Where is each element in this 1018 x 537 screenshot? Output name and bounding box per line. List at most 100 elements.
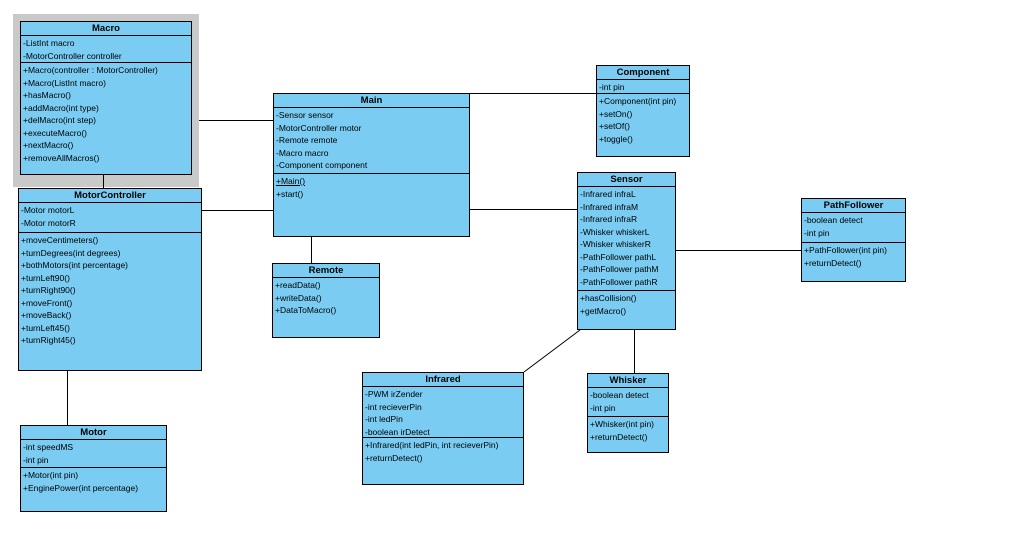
method: +Macro(controller : MotorController) [23,65,158,75]
attributes-compartment: -Motor motorL -Motor motorR [19,203,201,233]
methods-compartment: +Macro(controller : MotorController) +Ma… [21,63,191,164]
method: +turnLeft90() [21,272,70,283]
method: +start() [276,188,304,199]
method: +delMacro(int step) [23,115,96,125]
method: +turnRight90() [21,285,76,295]
methods-compartment: +Whisker(int pin) +returnDetect() [588,417,668,443]
methods-compartment: +hasCollision() +getMacro() [578,291,675,317]
method: +Motor(int pin) [23,470,79,480]
method: +readData() [275,280,321,290]
attribute: -MotorController controller [23,50,122,61]
attributes-compartment: -int speedMS -int pin [21,440,166,468]
methods-compartment: +Main() +start() [274,174,469,200]
attribute: -Motor motorR [21,217,76,228]
method: +Component(int pin) [599,96,677,106]
class-box-pathfollower[interactable]: PathFollower -boolean detect -int pin +P… [801,198,906,282]
attributes-compartment: -Sensor sensor -MotorController motor -R… [274,108,469,174]
class-title: Main [274,94,469,108]
method: +writeData() [275,292,322,303]
class-box-whisker[interactable]: Whisker -boolean detect -int pin +Whiske… [587,373,669,453]
methods-compartment: +PathFollower(int pin) +returnDetect() [802,243,905,269]
class-box-infrared[interactable]: Infrared -PWM irZender -int recieverPin … [362,372,524,485]
class-box-motor[interactable]: Motor -int speedMS -int pin +Motor(int p… [20,425,167,512]
connector-macro-motorcontroller[interactable] [103,175,104,188]
attribute: -int ledPin [365,414,403,424]
connector-main-sensor[interactable] [470,209,577,210]
method: +removeAllMacros() [23,152,100,163]
attribute: -Sensor sensor [276,110,334,120]
method: +getMacro() [580,305,627,316]
connector-macro-main[interactable] [199,120,273,121]
method: +hasMacro() [23,90,71,100]
method: +addMacro(int type) [23,102,99,113]
attribute: -boolean detect [804,215,863,225]
attribute: -int pin [23,454,49,465]
attribute: -Remote remote [276,135,338,145]
attribute: -Infrared infraR [580,214,638,224]
attribute: -ListInt macro [23,38,75,48]
method: +EnginePower(int percentage) [23,482,139,493]
class-title: Whisker [588,374,668,388]
method: +returnDetect() [365,452,423,463]
class-title: Component [597,66,689,80]
method: +Whisker(int pin) [590,419,655,429]
methods-compartment: +Motor(int pin) +EnginePower(int percent… [21,468,166,494]
attributes-compartment: -boolean detect -int pin [588,388,668,417]
attribute: -int pin [804,227,830,238]
class-title: Motor [21,426,166,440]
attribute: -int pin [599,82,625,92]
connector-main-component[interactable] [470,93,596,94]
class-title: PathFollower [802,199,905,213]
attribute: -int speedMS [23,442,74,452]
method: +toggle() [599,133,633,144]
connector-motorcontroller-main[interactable] [202,210,273,211]
attribute: -Macro macro [276,147,329,158]
connector-motorcontroller-motor[interactable] [67,371,68,425]
method: +bothMotors(int percentage) [21,260,129,270]
attributes-compartment: -int pin [597,80,689,94]
attributes-compartment: -Infrared infraL -Infrared infraM -Infra… [578,187,675,291]
methods-compartment: +Component(int pin) +setOn() +setOf() +t… [597,94,689,145]
class-title: Infrared [363,373,523,387]
class-box-main[interactable]: Main -Sensor sensor -MotorController mot… [273,93,470,237]
class-box-sensor[interactable]: Sensor -Infrared infraL -Infrared infraM… [577,172,676,330]
method: +turnLeft45() [21,322,70,333]
method: +moveCentimeters() [21,235,99,245]
attribute: -boolean irDetect [365,426,430,437]
attributes-compartment: -PWM irZender -int recieverPin -int ledP… [363,387,523,438]
attribute: -PathFollower pathL [580,251,657,262]
class-title: MotorController [19,189,201,203]
class-box-component[interactable]: Component -int pin +Component(int pin) +… [596,65,690,157]
connector-main-remote[interactable] [311,237,312,263]
class-title: Macro [21,22,191,36]
method: +moveBack() [21,310,72,320]
method: +returnDetect() [804,257,862,268]
methods-compartment: +moveCentimeters() +turnDegrees(int degr… [19,233,201,347]
connector-sensor-infrared[interactable] [523,329,581,373]
method: +DataToMacro() [275,305,337,315]
connector-sensor-whisker[interactable] [634,330,635,373]
attribute: -Infrared infraL [580,189,636,199]
method: +moveFront() [21,297,73,308]
method-static: +Main() [276,176,306,186]
method: +returnDetect() [590,431,648,442]
class-box-motorcontroller[interactable]: MotorController -Motor motorL -Motor mot… [18,188,202,371]
methods-compartment: +Infrared(int ledPin, int recieverPin) +… [363,438,523,464]
connector-sensor-pathfollower[interactable] [676,250,801,251]
class-title: Sensor [578,173,675,187]
method: +turnRight45() [21,335,76,345]
attribute: -MotorController motor [276,122,362,133]
method: +turnDegrees(int degrees) [21,247,121,258]
attribute: -Whisker whiskerL [580,226,650,237]
attribute: -PathFollower pathM [580,264,659,274]
method: +Macro(ListInt macro) [23,77,106,88]
attribute: -Whisker whiskerR [580,239,651,249]
attribute: -PWM irZender [365,389,423,399]
method: +executeMacro() [23,127,88,138]
class-box-remote[interactable]: Remote +readData() +writeData() +DataToM… [272,263,380,338]
class-box-macro[interactable]: Macro -ListInt macro -MotorController co… [20,21,192,175]
attribute: -int recieverPin [365,401,422,412]
attribute: -Infrared infraM [580,201,639,212]
method: +setOf() [599,121,630,131]
